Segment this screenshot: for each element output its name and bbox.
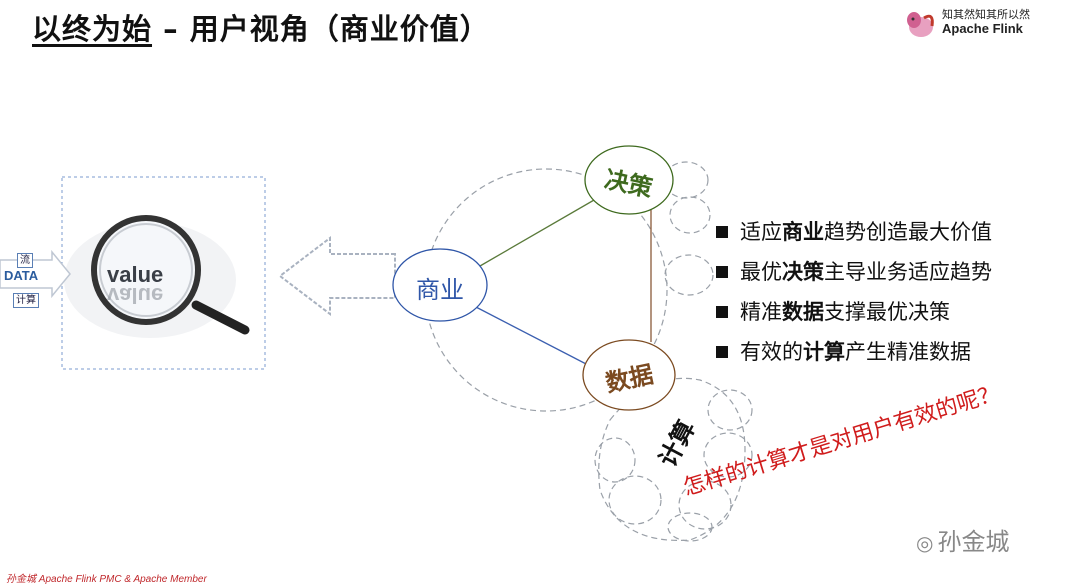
business-label: 商业 [393,270,487,305]
bullet-text: 适应 [740,215,782,249]
big-left-arrow-icon [280,238,395,314]
watermark-text: 孙金城 [937,528,1009,556]
bullet-text: 有效的 [740,335,803,369]
bullet-square-icon [716,226,728,238]
bullet-list: 适应商业趋势创造最大价值 最优决策主导业务适应趋势 精准数据支撑最优决策 有效的… [716,212,992,372]
bullet-square-icon [716,306,728,318]
business-decision-link [480,196,601,266]
bullet-text: 趋势创造最大价值 [824,215,992,249]
bullet-square-icon [716,346,728,358]
bullet-text: 主导业务适应趋势 [824,255,992,289]
bullet-text: 最优 [740,255,782,289]
bullet-text: 产生精准数据 [845,335,971,369]
bullet-keyword: 数据 [782,295,824,329]
bullet-keyword: 计算 [803,335,845,369]
wechat-icon: ◎ [916,531,933,555]
list-item: 精准数据支撑最优决策 [716,292,992,332]
business-data-link [474,306,590,366]
list-item: 有效的计算产生精准数据 [716,332,992,372]
list-item: 适应商业趋势创造最大价值 [716,212,992,252]
compute-tag: 计算 [13,293,39,308]
bullet-text: 支撑最优决策 [824,295,950,329]
bullet-square-icon [716,266,728,278]
list-item: 最优决策主导业务适应趋势 [716,252,992,292]
data-label: DATA [4,268,38,283]
watermark: ◎孙金城 [916,522,1009,557]
stream-tag: 流 [17,253,33,268]
bullet-text: 精准 [740,295,782,329]
value-word-reflection: value [107,282,163,308]
bullet-keyword: 商业 [782,215,824,249]
bullet-keyword: 决策 [782,255,824,289]
footer-credit: 孙金城 Apache Flink PMC & Apache Member [6,570,207,585]
